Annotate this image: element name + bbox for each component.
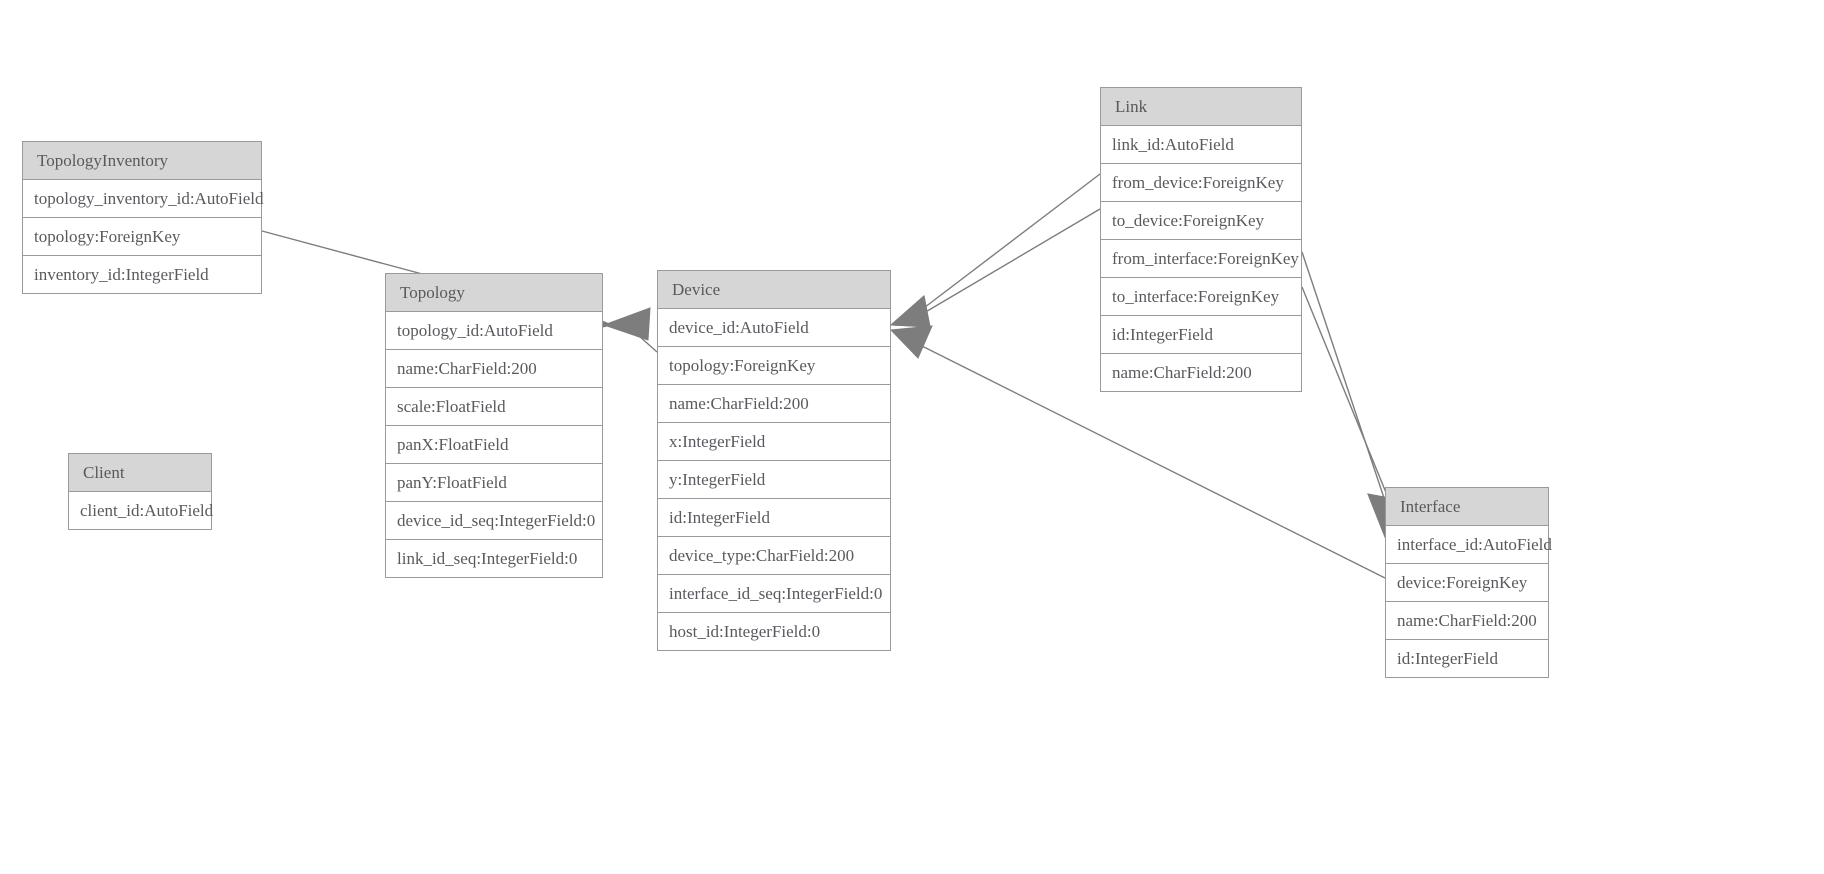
relationship-line bbox=[1301, 286, 1399, 523]
relationship-arrowhead bbox=[889, 325, 933, 359]
attribute-row: device_id:AutoField bbox=[658, 309, 890, 347]
relationship-line bbox=[1301, 251, 1393, 523]
entity-title-topologyinventory: TopologyInventory bbox=[23, 142, 261, 180]
attribute-row: name:CharField:200 bbox=[658, 385, 890, 423]
attribute-row: topology:ForeignKey bbox=[23, 218, 261, 256]
attribute-row: name:CharField:200 bbox=[1386, 602, 1548, 640]
attribute-row: id:IntegerField bbox=[1386, 640, 1548, 677]
attribute-row: device:ForeignKey bbox=[1386, 564, 1548, 602]
rel-link-from-device bbox=[889, 173, 1101, 328]
relationship-arrowhead bbox=[889, 295, 931, 328]
attribute-row: id:IntegerField bbox=[658, 499, 890, 537]
relationship-arrowhead bbox=[889, 295, 931, 328]
attribute-row: name:CharField:200 bbox=[386, 350, 602, 388]
attribute-row: link_id:AutoField bbox=[1101, 126, 1301, 164]
entity-title-device: Device bbox=[658, 271, 890, 309]
attribute-row: topology_id:AutoField bbox=[386, 312, 602, 350]
entity-attributes-client: client_id:AutoField bbox=[69, 492, 213, 529]
entity-title-client: Client bbox=[69, 454, 211, 492]
attribute-row: topology_inventory_id:AutoField bbox=[23, 180, 264, 218]
attribute-row: to_interface:ForeignKey bbox=[1101, 278, 1301, 316]
attribute-row: host_id:IntegerField:0 bbox=[658, 613, 890, 650]
relationship-line bbox=[911, 208, 1101, 321]
attribute-row: interface_id:AutoField bbox=[1386, 526, 1552, 564]
attribute-row: panY:FloatField bbox=[386, 464, 602, 502]
attribute-row: interface_id_seq:IntegerField:0 bbox=[658, 575, 890, 613]
rel-device-topology bbox=[602, 307, 658, 353]
entity-title-link: Link bbox=[1101, 88, 1301, 126]
attribute-row: device_type:CharField:200 bbox=[658, 537, 890, 575]
relationship-arrowhead bbox=[602, 307, 651, 341]
attribute-row: to_device:ForeignKey bbox=[1101, 202, 1301, 240]
entity-title-topology: Topology bbox=[386, 274, 602, 312]
relationship-line bbox=[627, 325, 658, 353]
attribute-row: from_device:ForeignKey bbox=[1101, 164, 1301, 202]
attribute-row: inventory_id:IntegerField bbox=[23, 256, 261, 293]
attribute-row: panX:FloatField bbox=[386, 426, 602, 464]
rel-link-to-device bbox=[889, 208, 1101, 328]
attribute-row: topology:ForeignKey bbox=[658, 347, 890, 385]
attribute-row: scale:FloatField bbox=[386, 388, 602, 426]
attribute-row: name:CharField:200 bbox=[1101, 354, 1301, 391]
attribute-row: id:IntegerField bbox=[1101, 316, 1301, 354]
attribute-row: link_id_seq:IntegerField:0 bbox=[386, 540, 602, 577]
attribute-row: client_id:AutoField bbox=[69, 492, 213, 529]
attribute-row: y:IntegerField bbox=[658, 461, 890, 499]
attribute-row: x:IntegerField bbox=[658, 423, 890, 461]
entity-title-interface: Interface bbox=[1386, 488, 1548, 526]
relationship-line bbox=[911, 173, 1101, 318]
attribute-row: device_id_seq:IntegerField:0 bbox=[386, 502, 602, 540]
attribute-row: from_interface:ForeignKey bbox=[1101, 240, 1301, 278]
